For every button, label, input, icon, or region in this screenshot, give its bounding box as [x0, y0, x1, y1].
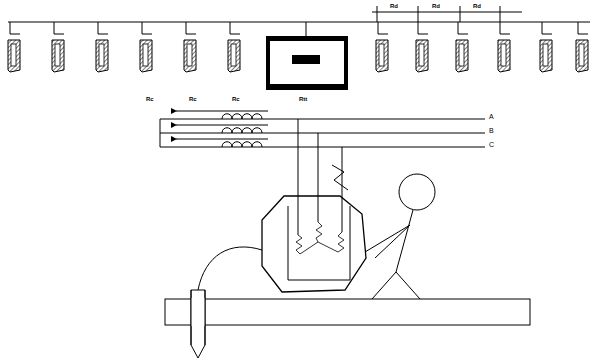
earth-electrode [140, 40, 152, 72]
earth-electrode [576, 40, 588, 72]
earth-electrode [184, 40, 196, 72]
electrode-lead [418, 22, 428, 34]
electrode-core [543, 44, 548, 66]
transformer-earth [266, 22, 348, 90]
rd-label: Rd [432, 3, 440, 9]
earth-electrode [228, 40, 240, 72]
earth-bus [8, 21, 590, 22]
ct-coil [222, 128, 262, 133]
electrode-core [419, 44, 424, 66]
person [365, 174, 435, 299]
electrode-core [55, 44, 60, 66]
electrode-lead [458, 22, 468, 34]
electrode-core [11, 44, 16, 66]
earth-electrode [8, 40, 20, 72]
electrode-core [501, 44, 506, 66]
electrode-core [143, 44, 148, 66]
earth-electrode [52, 40, 64, 72]
electrode-core [379, 44, 384, 66]
phase-label: A [489, 113, 494, 120]
phase-label: C [489, 141, 494, 148]
rc-label: Rc [146, 96, 154, 102]
electrode-lead [230, 22, 240, 34]
electrode-lead [98, 22, 108, 34]
electrode-lead [500, 22, 510, 34]
electrode-core [187, 44, 192, 66]
earth-electrode [376, 40, 388, 72]
electrode-lead [54, 22, 64, 34]
electrode-lead [542, 22, 552, 34]
electrode-core [579, 44, 584, 66]
electrode-core [459, 44, 464, 66]
earth-electrode [96, 40, 108, 72]
earth-electrode [540, 40, 552, 72]
electrode-lead [10, 22, 20, 34]
phase-lines [160, 111, 485, 147]
earth-electrode [416, 40, 428, 72]
electrode-lead [378, 22, 388, 34]
electrode-lead [578, 22, 588, 34]
rd-label: Rd [390, 3, 398, 9]
earth-wire [198, 247, 262, 290]
rd-label: Rd [473, 3, 481, 9]
earth-rod [191, 290, 205, 358]
motor [262, 196, 366, 292]
ct-coil [222, 114, 262, 119]
ct-coil [222, 142, 262, 147]
current-transformers [222, 114, 262, 147]
phase-label: B [489, 127, 494, 134]
earth-electrodes [8, 22, 588, 72]
electrode-core [231, 44, 236, 66]
rtt-label: Rtt [299, 96, 307, 102]
rc-label: Rc [232, 96, 240, 102]
earth-electrode [498, 40, 510, 72]
motor-feeders [298, 119, 348, 235]
electrode-lead [186, 22, 196, 34]
ground-plate [165, 299, 530, 325]
rc-label: Rc [189, 96, 197, 102]
electrode-core [99, 44, 104, 66]
earth-electrode [456, 40, 468, 72]
electrode-lead [142, 22, 152, 34]
